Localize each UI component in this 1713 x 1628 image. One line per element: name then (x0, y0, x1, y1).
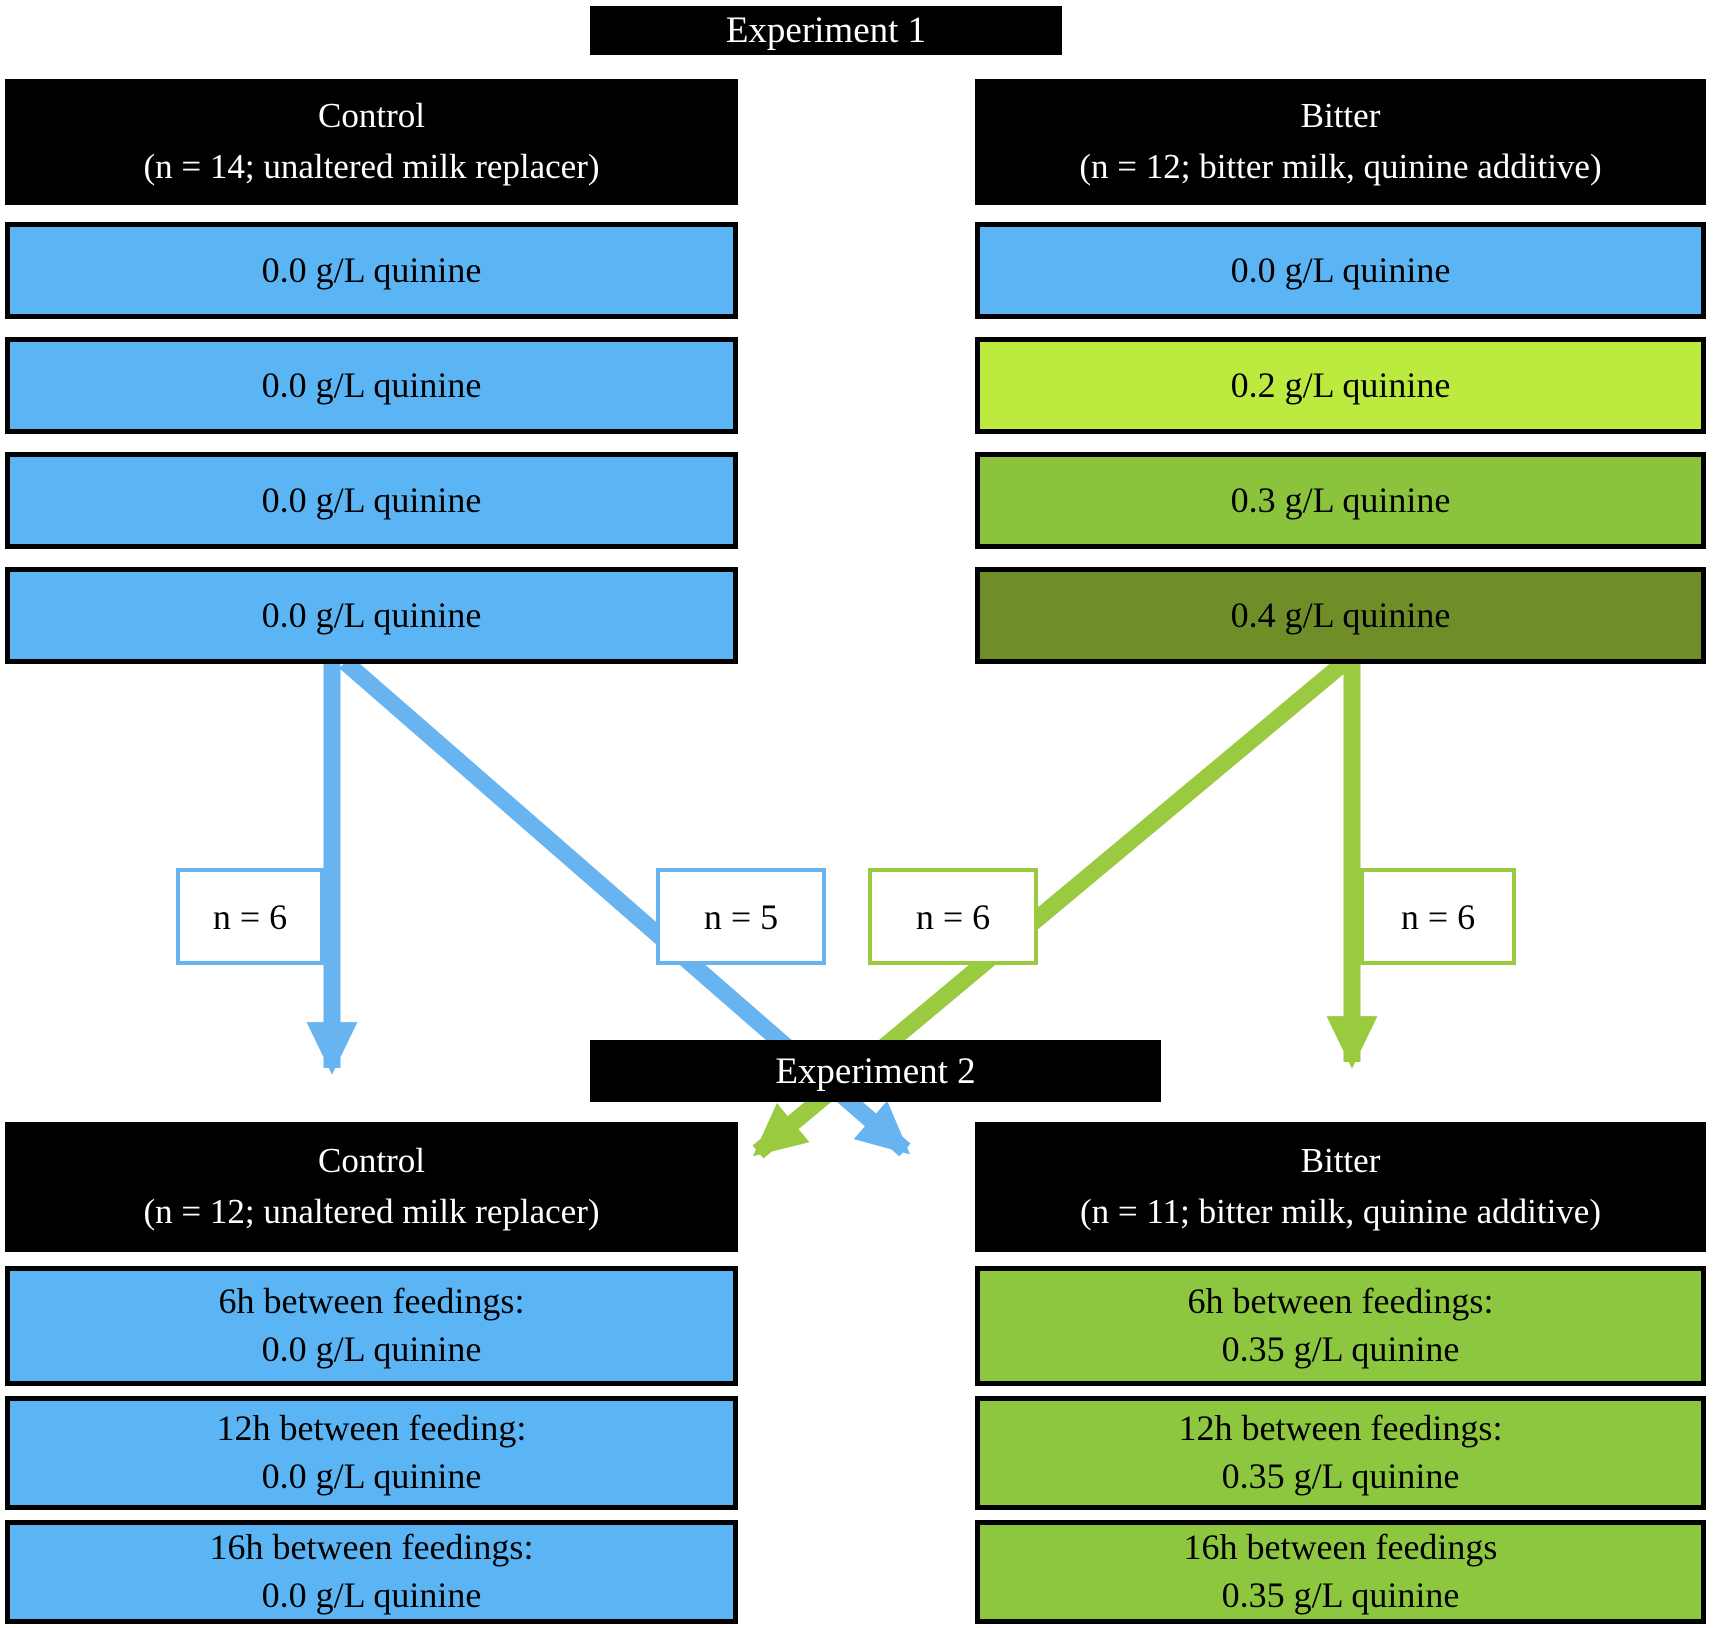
flow-label-n6-control-text: n = 6 (212, 896, 288, 937)
exp2-control-header: Control (n = 12; unaltered milk replacer… (5, 1122, 738, 1252)
flow-label-n6-bitter: n = 6 (1360, 868, 1516, 965)
exp2-bitter-box-2: 12h between feedings: 0.35 g/L quinine (975, 1396, 1706, 1510)
flow-label-n5-control-to-bitter: n = 5 (656, 868, 826, 965)
exp1-control-box-2: 0.0 g/L quinine (5, 337, 738, 434)
experiment1-title: Experiment 1 (590, 6, 1062, 55)
exp2-bitter-box-3-line2: 0.35 g/L quinine (1221, 1575, 1460, 1615)
exp2-control-box-1: 6h between feedings: 0.0 g/L quinine (5, 1266, 738, 1386)
experiment2-title-text: Experiment 2 (775, 1050, 976, 1092)
exp1-control-header-line1: Control (318, 96, 425, 136)
exp1-bitter-header-line1: Bitter (1300, 96, 1381, 136)
exp2-control-box-1-line2: 0.0 g/L quinine (261, 1329, 482, 1369)
experiment1-title-text: Experiment 1 (725, 10, 927, 51)
exp1-bitter-box-1-label: 0.0 g/L quinine (1230, 249, 1451, 290)
exp2-bitter-header-line2: (n = 11; bitter milk, quinine additive) (1080, 1192, 1601, 1231)
exp2-bitter-header: Bitter (n = 11; bitter milk, quinine add… (975, 1122, 1706, 1252)
exp2-bitter-box-2-line2: 0.35 g/L quinine (1221, 1456, 1460, 1496)
flow-label-n6-bitter-to-control: n = 6 (868, 868, 1038, 965)
exp2-control-box-3-line2: 0.0 g/L quinine (261, 1575, 482, 1615)
exp1-control-box-2-label: 0.0 g/L quinine (261, 364, 482, 405)
exp1-control-box-4-label: 0.0 g/L quinine (261, 594, 482, 635)
exp1-bitter-header: Bitter (n = 12; bitter milk, quinine add… (975, 79, 1706, 205)
exp1-bitter-box-3: 0.3 g/L quinine (975, 452, 1706, 549)
exp2-bitter-box-1-line2: 0.35 g/L quinine (1221, 1329, 1460, 1369)
exp2-bitter-box-3-line1: 16h between feedings (1183, 1527, 1498, 1568)
exp1-bitter-box-3-label: 0.3 g/L quinine (1230, 479, 1451, 520)
exp2-bitter-box-2-line1: 12h between feedings: (1178, 1408, 1503, 1449)
exp1-control-header-line2: (n = 14; unaltered milk replacer) (143, 147, 600, 186)
flow-label-n6-bitter-text: n = 6 (1400, 896, 1476, 937)
exp1-bitter-box-2-label: 0.2 g/L quinine (1230, 364, 1451, 405)
exp1-control-box-3: 0.0 g/L quinine (5, 452, 738, 549)
exp2-bitter-header-line1: Bitter (1300, 1141, 1381, 1181)
exp2-control-box-2-line2: 0.0 g/L quinine (261, 1456, 482, 1496)
exp1-control-box-3-label: 0.0 g/L quinine (261, 479, 482, 520)
experiment2-title: Experiment 2 (590, 1040, 1161, 1102)
exp1-bitter-box-4-label: 0.4 g/L quinine (1230, 594, 1451, 635)
exp1-bitter-header-line2: (n = 12; bitter milk, quinine additive) (1079, 147, 1602, 186)
exp1-control-box-1-label: 0.0 g/L quinine (261, 249, 482, 290)
exp1-control-box-1: 0.0 g/L quinine (5, 222, 738, 319)
flow-label-n6-control: n = 6 (176, 868, 324, 965)
exp1-bitter-box-4: 0.4 g/L quinine (975, 567, 1706, 664)
flow-label-n5-text: n = 5 (703, 896, 779, 937)
exp2-bitter-box-1-line1: 6h between feedings: (1187, 1281, 1494, 1322)
exp1-control-header: Control (n = 14; unaltered milk replacer… (5, 79, 738, 205)
exp2-control-header-line2: (n = 12; unaltered milk replacer) (143, 1192, 600, 1231)
exp2-control-box-1-line1: 6h between feedings: (218, 1281, 525, 1322)
exp2-control-header-line1: Control (318, 1141, 425, 1181)
exp2-control-box-2: 12h between feeding: 0.0 g/L quinine (5, 1396, 738, 1510)
exp2-control-box-3: 16h between feedings: 0.0 g/L quinine (5, 1520, 738, 1624)
exp1-bitter-box-2: 0.2 g/L quinine (975, 337, 1706, 434)
exp1-control-box-4: 0.0 g/L quinine (5, 567, 738, 664)
exp1-bitter-box-1: 0.0 g/L quinine (975, 222, 1706, 319)
exp2-control-box-3-line1: 16h between feedings: (209, 1527, 534, 1568)
exp2-bitter-box-1: 6h between feedings: 0.35 g/L quinine (975, 1266, 1706, 1386)
exp2-bitter-box-3: 16h between feedings 0.35 g/L quinine (975, 1520, 1706, 1624)
exp2-control-box-2-line1: 12h between feeding: (216, 1408, 527, 1449)
flow-label-n6-bitter-to-control-text: n = 6 (915, 896, 991, 937)
